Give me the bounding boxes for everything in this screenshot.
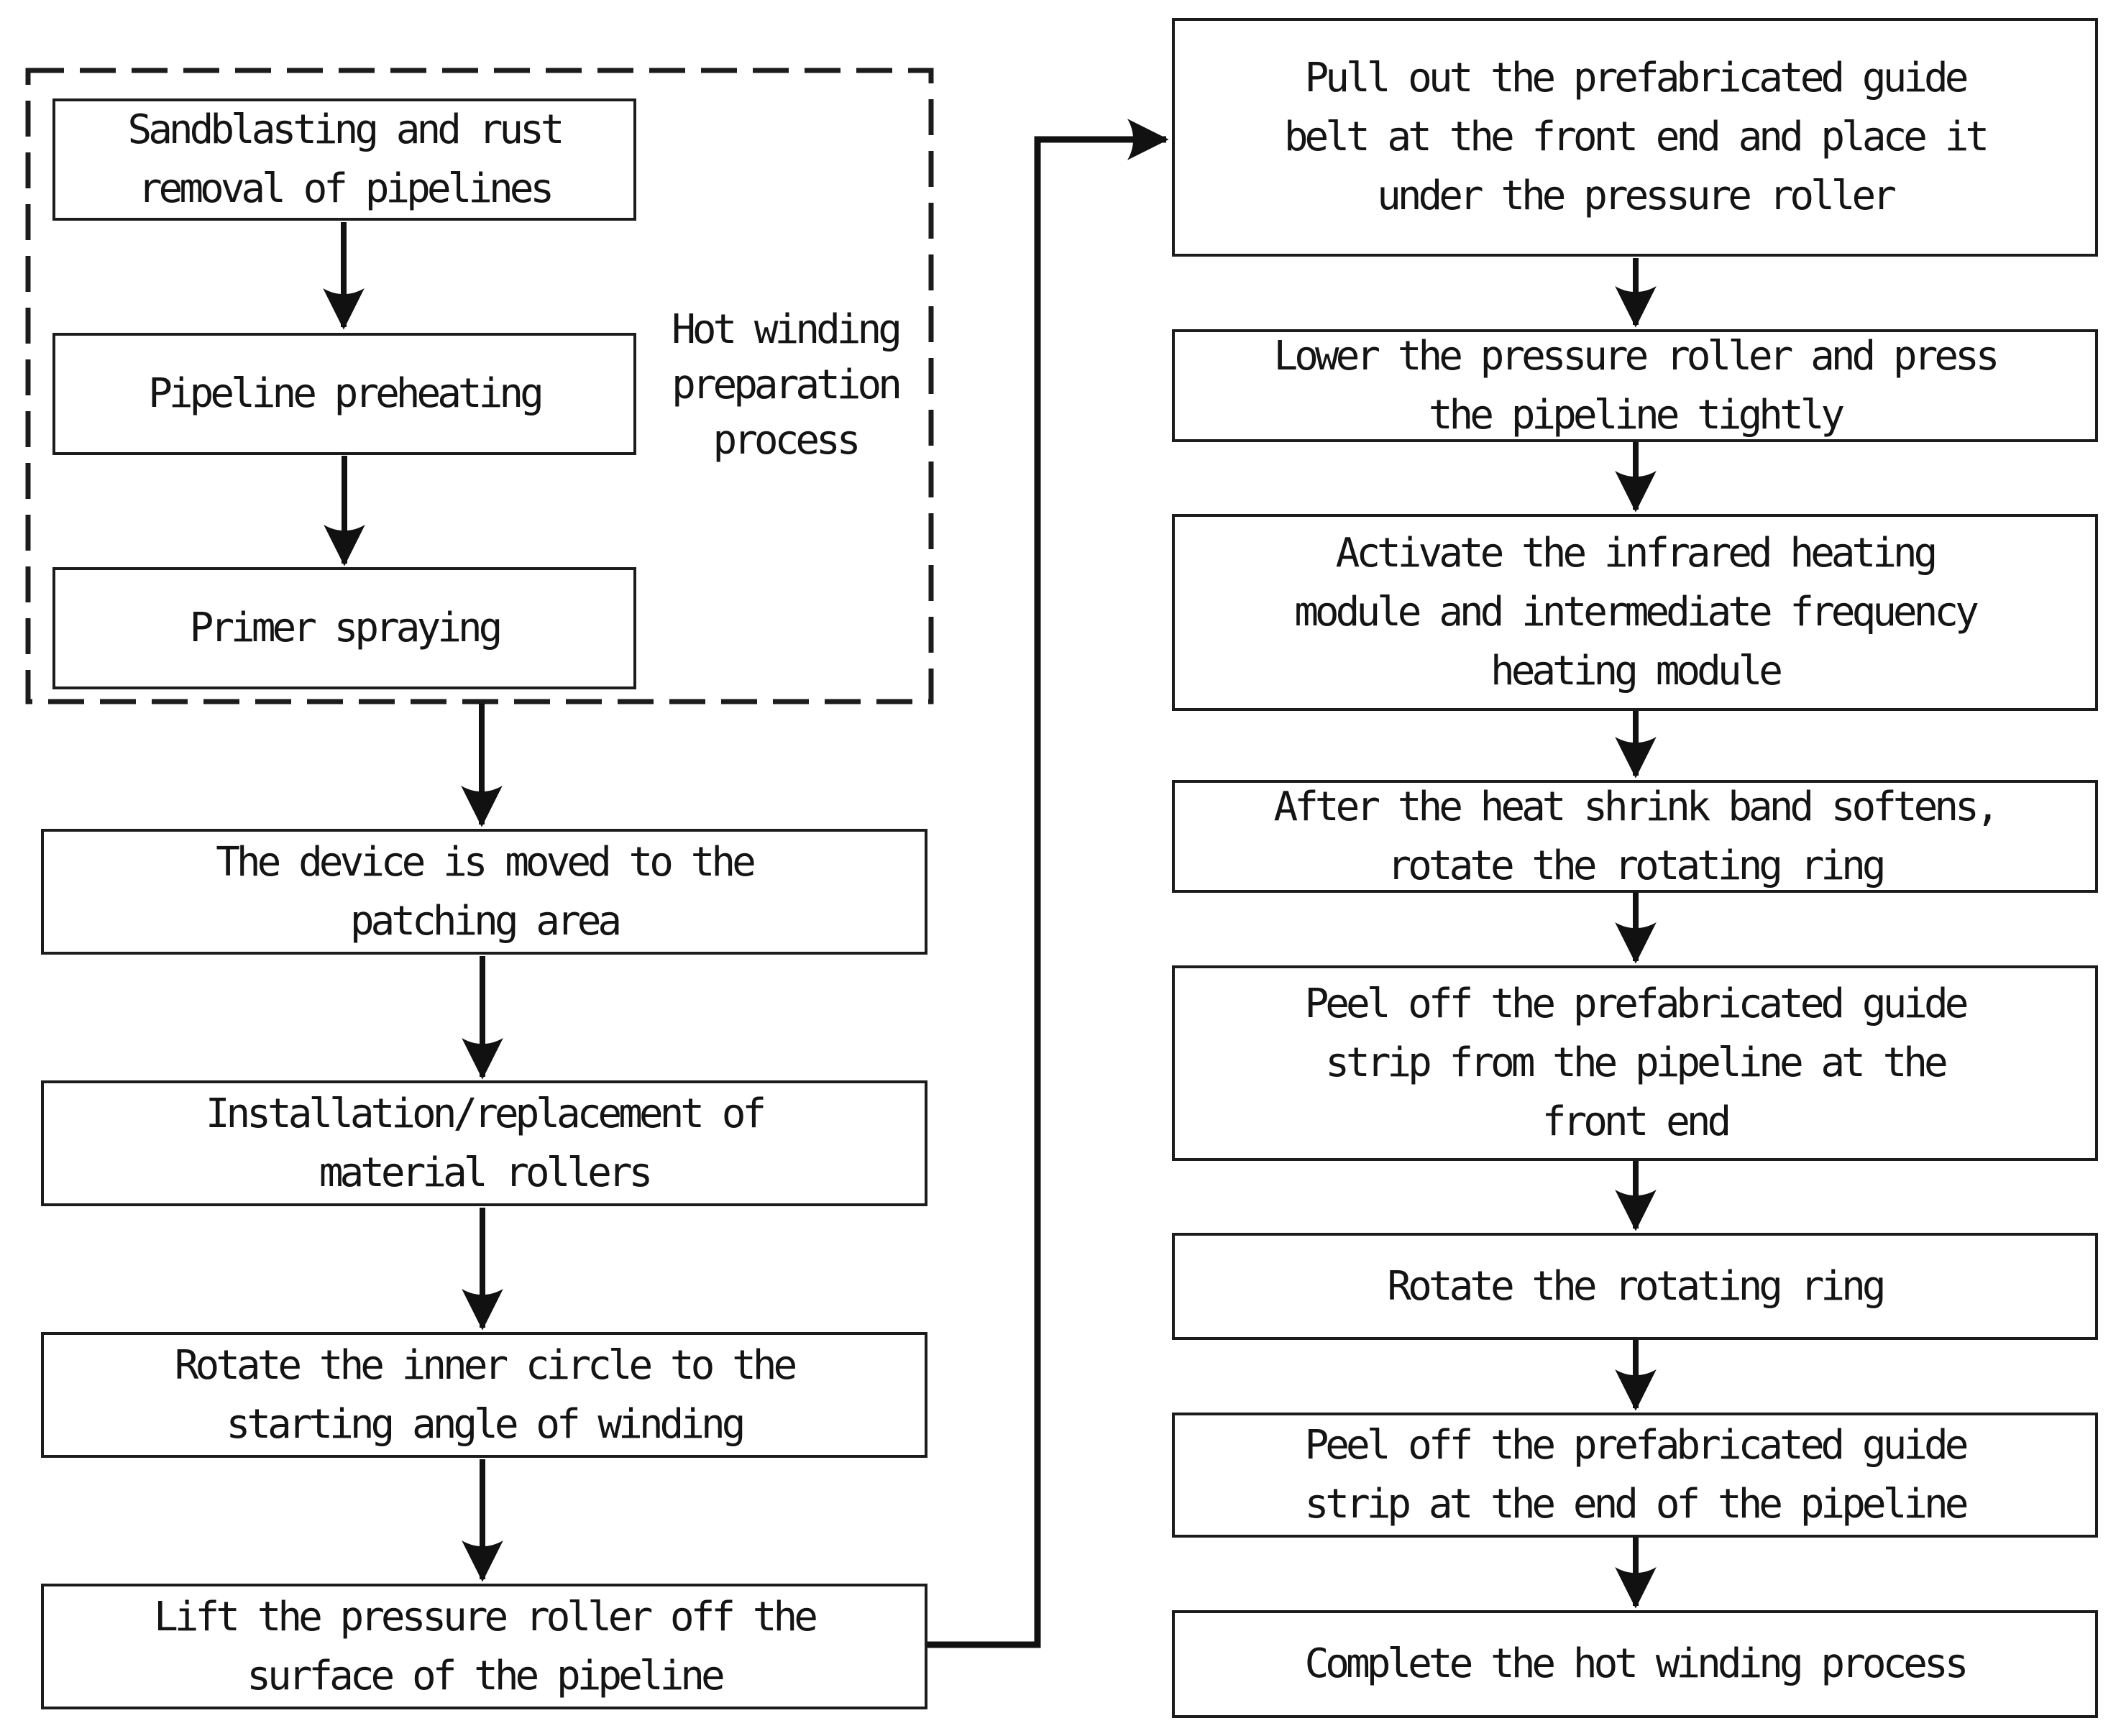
step-complete-hot-winding-process: Complete the hot winding process [1172, 1610, 2098, 1718]
group-label-hot-winding-preparation: Hot winding preparation process [672, 306, 902, 464]
step-lift-pressure-roller: Lift the pressure roller off the surface… [41, 1584, 927, 1709]
step-rotate-inner-circle-starting-angle: Rotate the inner circle to the starting … [41, 1332, 927, 1458]
step-rotate-rotating-ring: Rotate the rotating ring [1172, 1233, 2098, 1340]
connector-left-to-right-column [927, 119, 1169, 1648]
step-sandblasting-rust-removal: Sandblasting and rust removal of pipelin… [52, 98, 636, 221]
step-peel-guide-strip-front-end: Peel off the prefabricated guide strip f… [1172, 965, 2098, 1161]
step-install-replace-material-rollers: Installation/replacement of material rol… [41, 1080, 927, 1206]
step-pull-out-guide-belt: Pull out the prefabricated guide belt at… [1172, 18, 2098, 257]
step-pipeline-preheating: Pipeline preheating [52, 333, 636, 455]
step-heat-shrink-band-softens: After the heat shrink band softens, rota… [1172, 780, 2098, 893]
step-lower-pressure-roller: Lower the pressure roller and press the … [1172, 329, 2098, 442]
step-move-device-to-patching-area: The device is moved to the patching area [41, 829, 927, 955]
step-primer-spraying: Primer spraying [52, 567, 636, 689]
step-activate-heating-modules: Activate the infrared heating module and… [1172, 514, 2098, 711]
step-peel-guide-strip-pipeline-end: Peel off the prefabricated guide strip a… [1172, 1413, 2098, 1538]
